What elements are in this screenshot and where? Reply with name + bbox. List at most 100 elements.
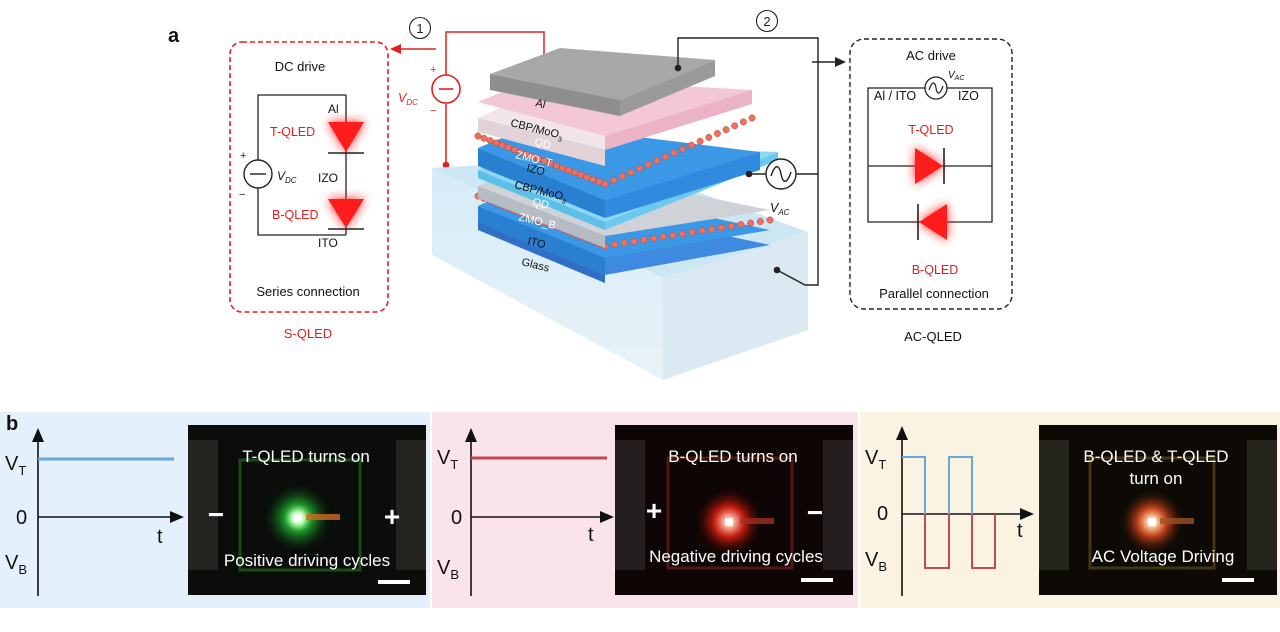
qd-bead: [731, 122, 739, 130]
cell-2-vb: V: [437, 557, 451, 579]
cell-2-axes: [465, 428, 614, 596]
cell-2-photo: + − B-QLED turns on Negative driving cyc…: [615, 425, 853, 595]
device-stack: [432, 48, 808, 380]
svg-text:VDC: VDC: [277, 169, 297, 185]
ac-source-main-label: V: [770, 201, 780, 215]
cell-1-vb: V: [5, 552, 19, 574]
qd-bead: [688, 141, 695, 149]
dc-bottom-diode: [328, 199, 364, 230]
dc-source-plus: +: [240, 150, 246, 162]
cell-3-photo-title: B-QLED & T-QLED: [1083, 447, 1228, 466]
dc-bottom-led-label: B-QLED: [272, 208, 319, 222]
cell-2-right-sign: −: [807, 497, 823, 528]
qd-bead: [727, 222, 735, 230]
qd-bead: [627, 168, 635, 176]
qd-bead: [653, 157, 661, 165]
qd-bead: [522, 150, 530, 158]
svg-text:VB: VB: [5, 552, 27, 577]
qd-bead: [722, 126, 730, 134]
ac-box-source-sub: AC: [954, 75, 966, 82]
qd-bead: [679, 230, 687, 238]
qd-bead: [708, 225, 716, 233]
qd-bead: [739, 118, 747, 126]
qd-bead: [504, 143, 512, 151]
cell-2-vb-sub: B: [450, 567, 459, 582]
qd-bead: [480, 134, 488, 142]
cell-2-vt: V: [437, 447, 451, 469]
qd-bead: [553, 162, 561, 170]
cell-2-scale-bar: [801, 578, 833, 582]
svg-text:2: 2: [763, 14, 770, 29]
dc-source-minus-main: −: [430, 105, 436, 117]
panel-b-label: b: [6, 413, 18, 435]
cell-3-photo: B-QLED & T-QLED turn on AC Voltage Drivi…: [1039, 425, 1277, 595]
qd-bead: [737, 221, 745, 229]
marker-2: ② 2: [755, 9, 779, 33]
ac-right-electrode: IZO: [958, 89, 979, 103]
qd-bead: [766, 216, 774, 224]
s-qled-label: S-QLED: [284, 326, 332, 341]
layer-label-cbp-bottom-sub: 3: [561, 198, 567, 206]
layer-label-al: Al: [534, 97, 546, 111]
qd-bead: [669, 231, 677, 239]
qd-bead: [670, 149, 678, 157]
qd-bead: [644, 161, 652, 169]
qd-bead: [611, 241, 619, 248]
layer-label-ito: ITO: [526, 235, 547, 251]
cell-3-signal: [902, 456, 996, 569]
cell-1-right-sign: +: [384, 501, 400, 532]
qd-bead: [541, 157, 548, 165]
qd-bead: [571, 169, 579, 177]
svg-text:VT: VT: [865, 447, 886, 472]
ac-box-source-label: V: [948, 70, 956, 81]
svg-text:VT: VT: [437, 447, 458, 472]
cell-1-t: t: [157, 526, 163, 548]
cell-2-t: t: [588, 524, 594, 546]
dc-top-led-label: T-QLED: [270, 125, 315, 139]
layer-label-izo: IZO: [525, 162, 546, 178]
svg-text:1: 1: [416, 21, 423, 36]
qd-bead: [547, 159, 555, 167]
cell-3-scale-bar: [1222, 578, 1254, 582]
cell-1-scale-bar: [378, 580, 410, 584]
qd-bead: [577, 171, 585, 179]
dc-caption: Series connection: [256, 284, 359, 299]
ac-box-source-symbol: [924, 76, 948, 100]
qd-bead: [583, 173, 591, 181]
qd-bead: [679, 145, 687, 153]
ac-source-wiring: [674, 37, 846, 286]
svg-text:VAC: VAC: [770, 201, 790, 217]
ac-qled-label: AC-QLED: [904, 329, 962, 344]
qd-bead: [748, 114, 756, 122]
qd-bead: [492, 139, 500, 147]
qd-bead: [747, 219, 755, 227]
cell-2-vt-sub: T: [450, 457, 458, 472]
ac-top-diode: [915, 148, 945, 184]
svg-text:VB: VB: [437, 557, 459, 582]
panel-b-cell-2: VT 0 VB t + − B-QLED turns on Negative d…: [437, 425, 853, 596]
dc-source-symbol: [243, 159, 273, 189]
cell-2-zero: 0: [451, 507, 462, 529]
qd-bead: [630, 237, 638, 245]
cell-3-photo-caption: AC Voltage Driving: [1092, 547, 1235, 566]
cell-3-zero: 0: [877, 503, 888, 525]
dc-source-main-sub: DC: [406, 98, 418, 107]
svg-text:VDC: VDC: [398, 91, 418, 107]
cell-3-vb: V: [865, 549, 879, 571]
qd-bead: [528, 153, 536, 161]
qd-bead: [565, 166, 573, 174]
dc-source-label: V: [277, 169, 286, 183]
qd-bead: [610, 176, 618, 184]
cell-1-axes: [32, 428, 184, 596]
panel-b-cell-3: VT 0 VB t B-QLED & T-QLED turn on AC Vol…: [865, 425, 1277, 596]
cell-1-photo-caption: Positive driving cycles: [224, 551, 390, 570]
ac-bottom-diode: [917, 204, 947, 240]
cell-1-zero: 0: [16, 507, 27, 529]
cell-1-photo: − + T-QLED turns on Positive driving cyc…: [188, 425, 426, 595]
dc-bottom-electrode: ITO: [318, 236, 338, 250]
ac-bottom-led-label: B-QLED: [912, 263, 959, 277]
cell-1-left-sign: −: [208, 499, 224, 530]
cell-2-photo-title: B-QLED turns on: [668, 447, 797, 466]
ac-top-led-label: T-QLED: [908, 123, 953, 137]
cell-3-photo-title-2: turn on: [1130, 469, 1183, 488]
